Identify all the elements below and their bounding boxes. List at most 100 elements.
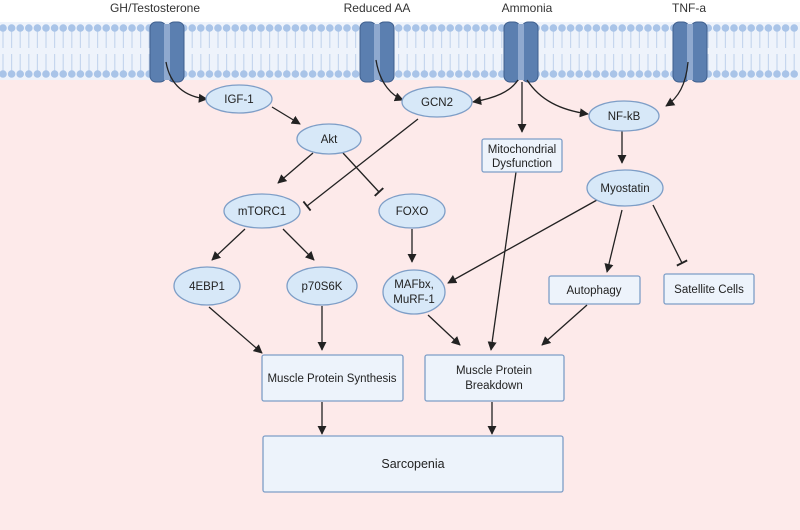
arrow-gh-to-igf1 (165, 61, 208, 103)
lipid-head (222, 70, 231, 78)
lipid-head (136, 24, 145, 32)
lipid-head (214, 24, 222, 32)
lipid-head (283, 24, 291, 32)
lipid-head (609, 70, 618, 78)
lipid-head (738, 70, 747, 78)
inhibit-gcn2-mtorc1 (302, 118, 419, 212)
lipid-head (601, 24, 609, 32)
lipid-head (102, 24, 110, 32)
lipid-head (317, 24, 326, 32)
node-mafbx-label: MAFbx, (394, 279, 434, 291)
box-autophagy-label: Autophagy (567, 285, 622, 297)
lipid-head (119, 70, 128, 78)
lipid-head (558, 70, 566, 78)
lipid-head (231, 70, 239, 78)
lipid-head (480, 24, 489, 32)
inhibit-akt-foxo (342, 152, 384, 197)
lipid-head (429, 70, 437, 78)
lipid-head (308, 24, 317, 32)
lipid-head (334, 70, 343, 78)
arrow-aa-to-gcn2 (375, 59, 404, 102)
signal-ammonia: Ammonia (502, 1, 553, 15)
membrane-channels (149, 21, 708, 83)
lipid-head (609, 24, 618, 32)
node-myostatin: Myostatin (586, 169, 664, 207)
lipid-head (128, 70, 136, 78)
node-p70s6k: p70S6K (286, 266, 358, 306)
lipid-head (472, 70, 480, 78)
lipid-head (265, 24, 274, 32)
node-murf1-label: MuRF-1 (393, 294, 435, 306)
lipid-head (334, 24, 343, 32)
box-muscle-protein-synthesis: Muscle Protein Synthesis (261, 354, 404, 402)
signal-reduced-aa: Reduced AA (344, 1, 411, 15)
node-p70s6k-label: p70S6K (302, 281, 343, 293)
lipid-head (257, 24, 265, 32)
arrow-mtorc1-to-p70s6k (282, 228, 315, 261)
lipid-head (76, 70, 85, 78)
arrow-myostatin-to-autophagy (604, 209, 623, 273)
arrow-mtorc1-to-4ebp1 (211, 228, 246, 261)
lipid-head (257, 70, 265, 78)
lipid-head (111, 70, 119, 78)
node-nfkb-label: NF-kB (608, 111, 641, 123)
lipid-head (25, 24, 33, 32)
lipid-head (59, 24, 67, 32)
lipid-head (85, 24, 93, 32)
box-autophagy: Autophagy (548, 275, 641, 305)
lipid-head (274, 24, 283, 32)
lipid-head (790, 70, 798, 78)
lipid-head (437, 24, 446, 32)
lipid-head (188, 70, 196, 78)
lipid-head (773, 70, 781, 78)
lipid-head (343, 24, 351, 32)
arrow-ammonia-to-gcn2 (472, 79, 519, 106)
lipid-head (592, 70, 601, 78)
box-muscle-protein-breakdown: Muscle Protein Breakdown (424, 354, 565, 402)
lipid-head (283, 70, 291, 78)
arrow-tnf-to-nfkb (665, 61, 689, 107)
node-mtorc1: mTORC1 (223, 193, 301, 229)
lipid-head (0, 24, 7, 32)
lipid-head (343, 70, 351, 78)
lipid-head (42, 70, 50, 78)
lipid-head (16, 24, 25, 32)
lipid-head (472, 24, 480, 32)
lipid-head (231, 24, 239, 32)
lipid-head (274, 70, 283, 78)
node-gcn2-label: GCN2 (421, 97, 453, 109)
lipid-head (575, 24, 583, 32)
node-akt-label: Akt (321, 134, 338, 146)
lipid-head (291, 70, 300, 78)
lipid-head (566, 24, 575, 32)
signal-tnf-a: TNF-a (672, 1, 706, 15)
arrow-ammonia-to-nfkb (526, 79, 589, 118)
signal-gh-testosterone: GH/Testosterone (110, 1, 200, 15)
box-mitochondrial-dysfunction: Mitochondrial Dysfunction (481, 138, 563, 173)
box-mito-label-1: Mitochondrial (488, 144, 556, 156)
lipid-head (68, 70, 76, 78)
lipid-head (50, 70, 59, 78)
lipid-head (248, 70, 257, 78)
lipid-head (265, 70, 274, 78)
lipid-head (558, 24, 566, 32)
lipid-head (197, 24, 205, 32)
lipid-head (429, 24, 437, 32)
lipid-head (240, 24, 248, 32)
lipid-head (773, 24, 781, 32)
lipid-head (351, 70, 360, 78)
lipid-head (93, 24, 102, 32)
channel-aa-icon (359, 21, 395, 83)
lipid-head (446, 70, 455, 78)
lipid-head (437, 70, 446, 78)
lipid-head (781, 70, 790, 78)
lipid-head (627, 24, 635, 32)
lipid-head (291, 24, 300, 32)
box-sarcopenia: Sarcopenia (262, 435, 564, 493)
lipid-head (128, 24, 136, 32)
lipid-head (756, 70, 764, 78)
box-mito-label-2: Dysfunction (492, 158, 552, 170)
lipid-head (661, 24, 669, 32)
box-satellite-cells: Satellite Cells (663, 273, 755, 305)
